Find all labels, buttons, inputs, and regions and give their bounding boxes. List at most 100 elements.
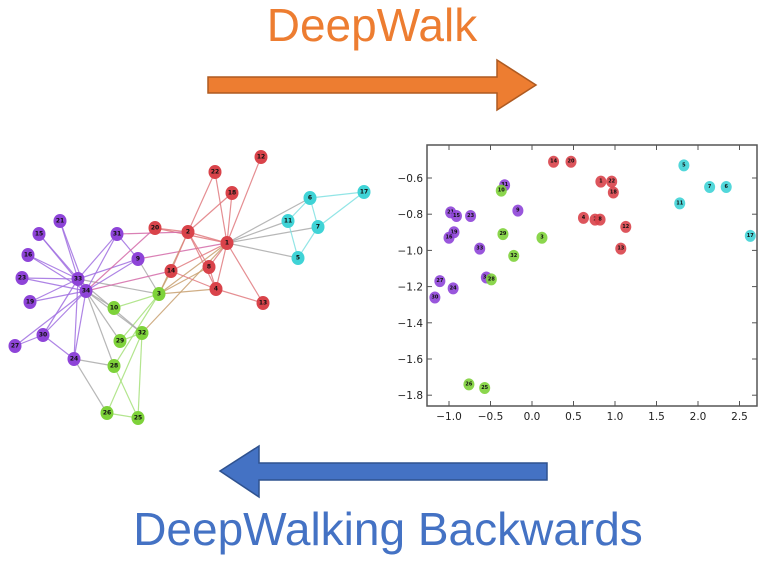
x-tick-label: 0.5 xyxy=(565,411,582,423)
graph-node: 9 xyxy=(131,252,145,266)
graph-node: 28 xyxy=(107,359,121,373)
graph-edge xyxy=(119,293,160,342)
graph-node: 13 xyxy=(256,296,270,310)
svg-text:15: 15 xyxy=(453,213,460,219)
graph-edge xyxy=(170,231,189,272)
x-tick-label: 0.0 xyxy=(524,411,541,423)
graph-edge xyxy=(226,220,289,244)
svg-text:26: 26 xyxy=(465,381,472,387)
graph-edge xyxy=(85,290,121,342)
x-tick-label: 2.0 xyxy=(690,411,707,423)
graph-edge xyxy=(226,197,311,244)
svg-text:29: 29 xyxy=(116,338,124,345)
y-tick-label: −1.6 xyxy=(398,354,424,366)
svg-text:17: 17 xyxy=(747,233,754,239)
scatter-point: 16 xyxy=(443,231,455,244)
graph-node: 16 xyxy=(21,248,35,262)
scatter-point: 23 xyxy=(465,210,477,223)
y-tick-label: −1.4 xyxy=(398,318,424,330)
svg-text:10: 10 xyxy=(498,188,505,194)
graph-edge xyxy=(21,277,87,292)
svg-text:22: 22 xyxy=(608,179,615,185)
right-arrow-icon xyxy=(207,58,538,112)
svg-text:32: 32 xyxy=(510,253,517,259)
svg-text:27: 27 xyxy=(11,343,19,350)
scatter-point: 5 xyxy=(678,159,690,172)
graph-edge xyxy=(42,290,87,336)
scatter-point: 25 xyxy=(479,381,491,394)
graph-node: 23 xyxy=(15,271,29,285)
graph-edge xyxy=(187,231,217,290)
y-tick-label: −1.8 xyxy=(398,390,424,402)
svg-text:34: 34 xyxy=(82,288,90,295)
scatter-point: 14 xyxy=(548,155,560,168)
graph-node: 1 xyxy=(220,236,234,250)
scatter-point: 13 xyxy=(615,242,627,255)
deepwalking-backwards-title-text: DeepWalking Backwards xyxy=(133,503,643,555)
graph-edge xyxy=(226,156,262,244)
y-tick-label: −0.6 xyxy=(398,173,424,185)
graph-node: 20 xyxy=(148,221,162,235)
x-tick-label: 1.5 xyxy=(648,411,665,423)
y-tick-label: −1.0 xyxy=(398,245,424,257)
graph-edge xyxy=(215,242,228,290)
scatter-point: 32 xyxy=(508,249,520,262)
scatter-point: 22 xyxy=(606,175,618,188)
graph-edge xyxy=(187,171,216,233)
graph-edge xyxy=(158,288,217,295)
scatter-point: 28 xyxy=(485,273,497,286)
graph-node: 21 xyxy=(53,214,67,228)
svg-text:22: 22 xyxy=(211,169,219,176)
graph-edge xyxy=(85,270,172,292)
y-tick-label: −1.2 xyxy=(398,282,424,294)
svg-text:33: 33 xyxy=(476,246,483,252)
graph-node: 7 xyxy=(311,220,325,234)
graph-edge xyxy=(29,290,87,303)
graph-edge xyxy=(141,242,228,334)
graph-edge xyxy=(113,365,139,419)
graph-node: 31 xyxy=(110,227,124,241)
graph-node: 8 xyxy=(202,260,216,274)
graph-node: 5 xyxy=(291,251,305,265)
scatter-point: 6 xyxy=(720,181,732,194)
graph-edge xyxy=(85,233,118,292)
graph-edge xyxy=(317,191,365,228)
svg-text:11: 11 xyxy=(284,218,292,225)
scatter-point: 7 xyxy=(704,181,716,194)
scatter-point: 29 xyxy=(497,228,509,241)
graph-node: 4 xyxy=(209,282,223,296)
svg-text:7: 7 xyxy=(316,224,320,231)
scatter-point: 24 xyxy=(447,282,459,295)
graph-edge xyxy=(113,293,160,309)
svg-text:3: 3 xyxy=(540,235,544,241)
graph-node: 2 xyxy=(181,225,195,239)
graph-node: 30 xyxy=(36,328,50,342)
svg-text:11: 11 xyxy=(676,200,683,206)
svg-text:30: 30 xyxy=(431,294,438,300)
graph-node: 22 xyxy=(208,165,222,179)
scatter-point: 20 xyxy=(565,155,577,168)
scatter-point: 11 xyxy=(674,197,686,210)
graph-node: 17 xyxy=(357,185,371,199)
svg-text:17: 17 xyxy=(360,189,368,196)
graph-node: 32 xyxy=(135,326,149,340)
graph-node: 34 xyxy=(79,284,93,298)
scatter-point: 4 xyxy=(577,211,589,224)
svg-text:19: 19 xyxy=(26,299,34,306)
graph-edge xyxy=(137,242,228,260)
svg-text:25: 25 xyxy=(134,415,142,422)
svg-text:31: 31 xyxy=(501,182,508,188)
y-tick-label: −0.8 xyxy=(398,209,424,221)
graph-node: 12 xyxy=(254,150,268,164)
svg-text:18: 18 xyxy=(610,189,617,195)
deepwalk-title-text: DeepWalk xyxy=(266,0,478,51)
x-tick-label: −1.0 xyxy=(436,411,462,423)
graph-edge xyxy=(85,227,156,292)
scatter-point: 10 xyxy=(495,184,507,197)
scatter-point: 17 xyxy=(744,229,756,242)
graph-edge xyxy=(226,242,264,304)
svg-text:25: 25 xyxy=(481,385,488,391)
graph-edge xyxy=(77,258,139,280)
scatter-point: 18 xyxy=(607,186,619,199)
